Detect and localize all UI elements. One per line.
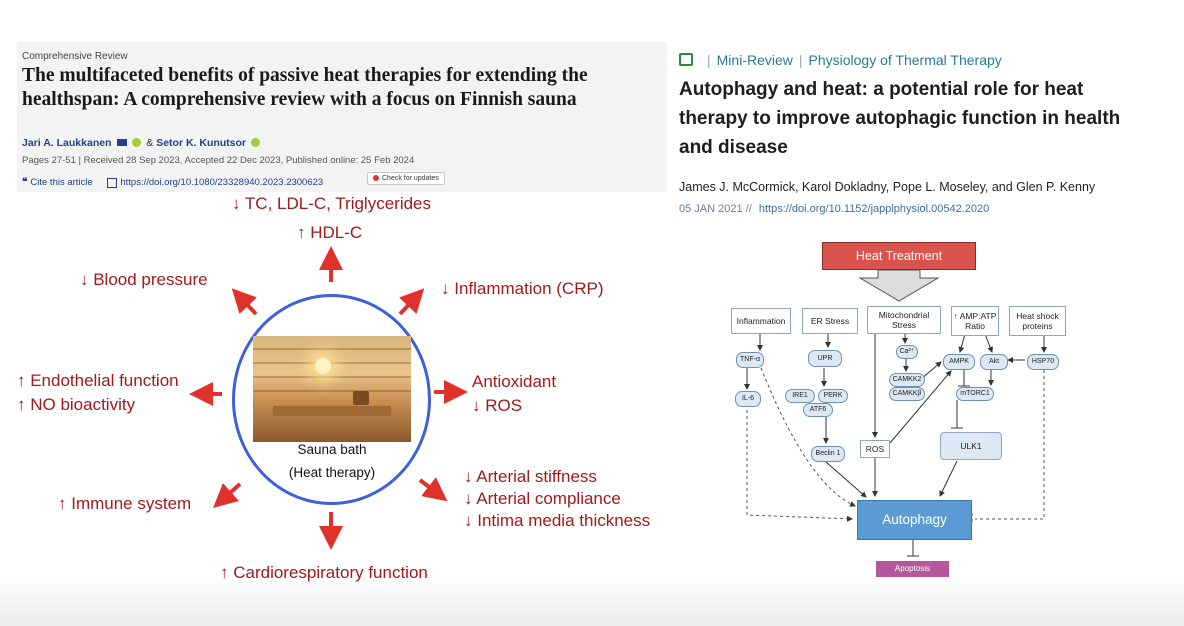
author-list: James J. McCormick, Karol Dokladny, Pope… bbox=[679, 180, 1096, 194]
camkk2-node: CAMKK2 bbox=[889, 373, 925, 387]
crossmark-icon bbox=[373, 175, 379, 181]
ros-label: ↓ ROS bbox=[472, 396, 523, 415]
hdl-label: ↑ HDL-C bbox=[297, 223, 363, 242]
article-type-link[interactable]: Mini-Review bbox=[716, 52, 793, 68]
article-links: ❝Cite this article https://doi.org/10.10… bbox=[22, 177, 323, 188]
orcid-icon[interactable] bbox=[250, 138, 260, 147]
ire1-node: IRE1 bbox=[785, 389, 815, 403]
mail-icon[interactable] bbox=[117, 139, 128, 146]
paper-title[interactable]: The multifaceted benefits of passive hea… bbox=[22, 65, 588, 110]
author-list: Jari A. Laukkanen & Setor K. Kunutsor bbox=[22, 137, 262, 149]
apoptosis-box: Apoptosis bbox=[876, 561, 949, 577]
heat-treatment-box: Heat Treatment bbox=[822, 242, 976, 270]
arterial-compliance-label: ↓ Arterial compliance bbox=[464, 489, 621, 508]
bottom-shadow bbox=[0, 575, 1184, 626]
perk-node: PERK bbox=[818, 389, 848, 403]
upr-node: UPR bbox=[808, 350, 842, 367]
quote-icon: ❝ bbox=[22, 177, 28, 188]
author-separator: & bbox=[146, 137, 154, 149]
beclin-node: Beclin 1 bbox=[811, 446, 845, 462]
external-link-icon bbox=[107, 177, 118, 188]
author-link[interactable]: Jari A. Laukkanen bbox=[22, 137, 112, 149]
er-stress-box: ER Stress bbox=[802, 308, 858, 334]
inflammation-box: Inflammation bbox=[731, 308, 791, 334]
no-bioactivity-label: ↑ NO bioactivity bbox=[17, 395, 136, 414]
ros-node: ROS bbox=[860, 440, 890, 458]
inflammation-label: ↓ Inflammation (CRP) bbox=[441, 279, 604, 298]
publication-date: 05 JAN 2021 bbox=[679, 203, 743, 215]
left-paper-header: Comprehensive Review The multifaceted be… bbox=[17, 42, 667, 192]
arrow-upper-right bbox=[398, 288, 425, 316]
autophagy-box: Autophagy bbox=[857, 500, 972, 540]
effect-arrows bbox=[189, 246, 468, 550]
cite-link[interactable]: Cite this article bbox=[30, 177, 93, 188]
antioxidant-label: Antioxidant bbox=[472, 372, 557, 391]
check-updates-label: Check for updates bbox=[382, 175, 439, 182]
lipids-label: ↓ TC, LDL-C, Triglycerides bbox=[232, 194, 432, 213]
article-type: Comprehensive Review bbox=[22, 51, 128, 62]
camkkb-node: CAMKKβ bbox=[889, 387, 925, 401]
doi-link[interactable]: https://doi.org/10.1152/japplphysiol.005… bbox=[758, 203, 990, 215]
hsp70-node: HSP70 bbox=[1027, 354, 1059, 370]
sauna-caption-line2: (Heat therapy) bbox=[288, 465, 376, 480]
ulk1-node: ULK1 bbox=[940, 432, 1002, 460]
paper-title[interactable]: Autophagy and heat: a potential role for… bbox=[679, 79, 1121, 158]
orcid-icon[interactable] bbox=[132, 138, 142, 147]
ampk-node: AMPK bbox=[943, 354, 975, 370]
right-paper-meta: |Mini-Review|Physiology of Thermal Thera… bbox=[679, 52, 1002, 68]
immune-label: ↑ Immune system bbox=[58, 494, 192, 513]
publication-meta: Pages 27-51 | Received 28 Sep 2023, Acce… bbox=[22, 155, 415, 166]
publication-date-line: 05 JAN 2021 // https://doi.org/10.1152/j… bbox=[679, 203, 989, 215]
arrow-lower-left bbox=[213, 482, 242, 508]
section-link[interactable]: Physiology of Thermal Therapy bbox=[808, 52, 1002, 68]
center-circle bbox=[232, 294, 431, 505]
arterial-stiffness-label: ↓ Arterial stiffness bbox=[464, 467, 597, 486]
date-separator: // bbox=[745, 203, 752, 215]
doi-link[interactable]: https://doi.org/10.1080/23328940.2023.23… bbox=[120, 177, 324, 188]
arrow-lower-right bbox=[418, 477, 448, 502]
calcium-node: Ca²⁺ bbox=[896, 345, 918, 359]
cardio-label: ↑ Cardiorespiratory function bbox=[220, 563, 428, 582]
akt-node: Akt bbox=[980, 354, 1008, 370]
il6-node: IL-6 bbox=[735, 391, 761, 407]
check-updates-button[interactable]: Check for updates bbox=[367, 172, 445, 185]
author-link[interactable]: Setor K. Kunutsor bbox=[156, 137, 247, 149]
sauna-caption-line1: Sauna bath bbox=[297, 442, 367, 457]
endothelial-label: ↑ Endothelial function bbox=[17, 371, 179, 390]
mtorc1-node: mTORC1 bbox=[956, 387, 994, 401]
open-lock-icon bbox=[679, 53, 693, 66]
arrow-upper-left bbox=[231, 288, 258, 316]
sauna-caption: Sauna bath (Heat therapy) bbox=[262, 438, 402, 484]
intima-label: ↓ Intima media thickness bbox=[464, 511, 651, 530]
blood-pressure-label: ↓ Blood pressure bbox=[80, 270, 208, 289]
tnf-node: TNF-α bbox=[736, 352, 764, 368]
sauna-photo bbox=[253, 336, 411, 442]
atf6-node: ATF6 bbox=[803, 403, 833, 417]
